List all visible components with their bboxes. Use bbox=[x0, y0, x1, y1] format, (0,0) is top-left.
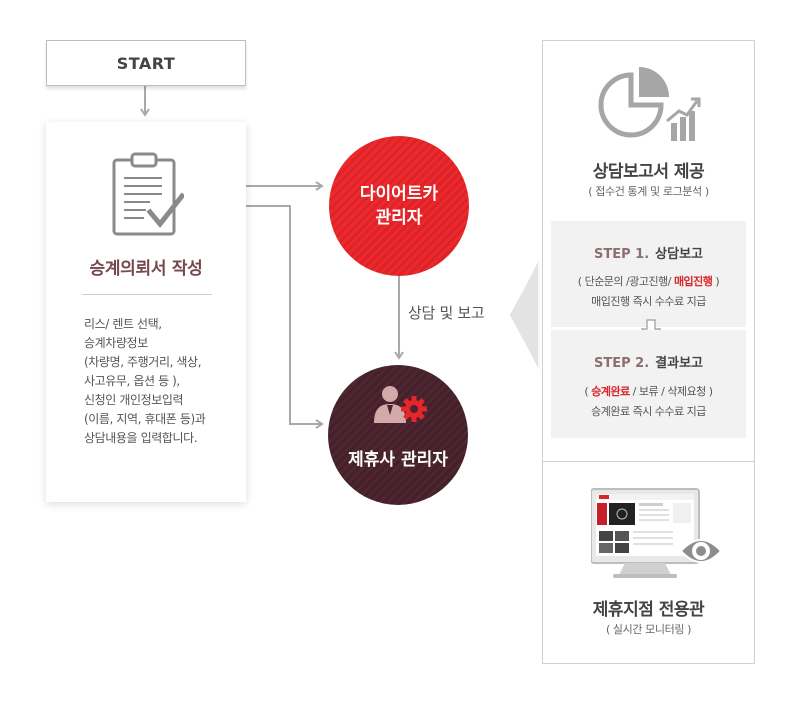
step1-status-post: ) bbox=[712, 275, 720, 288]
step1-title: 상담보고 bbox=[655, 247, 703, 262]
application-line: 상담내용을 입력합니다. bbox=[84, 431, 198, 445]
clipboard-check-icon bbox=[112, 152, 184, 236]
report-panel: 상담보고서 제공 ( 접수건 통계 및 로그분석 ) STEP 1. 상담보고 (… bbox=[542, 40, 755, 664]
step1-label: STEP 1. bbox=[594, 247, 650, 262]
report-title: 상담보고서 제공 bbox=[592, 162, 705, 182]
monitor-eye-icon bbox=[591, 488, 723, 578]
step2-box: STEP 2. 결과보고 ( 승계완료 / 보류 / 삭제요청 ) 승계완료 즉시… bbox=[551, 330, 746, 438]
branch-subtitle: ( 실시간 모니터링 ) bbox=[605, 623, 692, 636]
step1-note: 매입진행 즉시 수수료 지급 bbox=[591, 295, 706, 308]
step1-box: STEP 1. 상담보고 ( 단순문의 /광고진행/ 매입진행 ) 매입진행 즉시… bbox=[551, 221, 746, 327]
step2-note: 승계완료 즉시 수수료 지급 bbox=[591, 405, 706, 418]
step2-status-pre: ( bbox=[584, 385, 592, 398]
pie-chart-icon bbox=[598, 67, 701, 141]
diet-manager-circle: 다이어트카 관리자 bbox=[329, 136, 469, 276]
partner-manager-label: 제휴사 관리자 bbox=[348, 450, 448, 470]
step2-status-highlight: 승계완료 bbox=[591, 385, 630, 398]
person-gear-icon bbox=[374, 386, 427, 423]
application-line: 사고유무, 옵션 등 ), bbox=[84, 374, 180, 388]
step2-heading: STEP 2. 결과보고 bbox=[551, 352, 746, 371]
application-divider bbox=[82, 294, 212, 295]
start-label: START bbox=[116, 53, 176, 73]
application-line: (차량명, 주행거리, 색상, bbox=[84, 355, 202, 369]
application-line: (이름, 지역, 휴대폰 등)과 bbox=[84, 412, 206, 426]
application-card: 승계의뢰서 작성 리스/ 렌트 선택, 승계차량정보 (차량명, 주행거리, 색… bbox=[46, 122, 246, 502]
step2-status-post: / 보류 / 삭제요청 ) bbox=[629, 385, 713, 398]
application-title: 승계의뢰서 작성 bbox=[89, 259, 203, 279]
step1-status-highlight: 매입진행 bbox=[673, 275, 713, 288]
panel-divider bbox=[543, 461, 754, 462]
partner-manager-circle: 제휴사 관리자 bbox=[328, 365, 468, 505]
application-line: 승계차량정보 bbox=[84, 336, 148, 350]
step2-label: STEP 2. bbox=[594, 356, 650, 371]
consult-report-label: 상담 및 보고 bbox=[408, 304, 485, 322]
step1-heading: STEP 1. 상담보고 bbox=[551, 243, 746, 262]
step2-statuses: ( 승계완료 / 보류 / 삭제요청 ) bbox=[551, 383, 746, 399]
step1-statuses: ( 단순문의 /광고진행/ 매입진행 ) bbox=[551, 273, 746, 289]
diet-manager-line1: 다이어트카 bbox=[359, 184, 439, 204]
application-to-partner-arrow bbox=[246, 205, 324, 429]
application-description: 리스/ 렌트 선택, 승계차량정보 (차량명, 주행거리, 색상, 사고유무, … bbox=[84, 315, 234, 448]
branch-title: 제휴지점 전용관 bbox=[592, 600, 705, 620]
report-subtitle: ( 접수건 통계 및 로그분석 ) bbox=[588, 185, 709, 198]
application-line: 신청인 개인정보입력 bbox=[84, 393, 184, 407]
step2-title: 결과보고 bbox=[655, 356, 703, 371]
diet-manager-line2: 관리자 bbox=[375, 208, 423, 228]
step1-status-pre: ( 단순문의 /광고진행/ bbox=[577, 275, 674, 288]
start-box: START bbox=[46, 40, 246, 86]
application-line: 리스/ 렌트 선택, bbox=[84, 317, 162, 331]
